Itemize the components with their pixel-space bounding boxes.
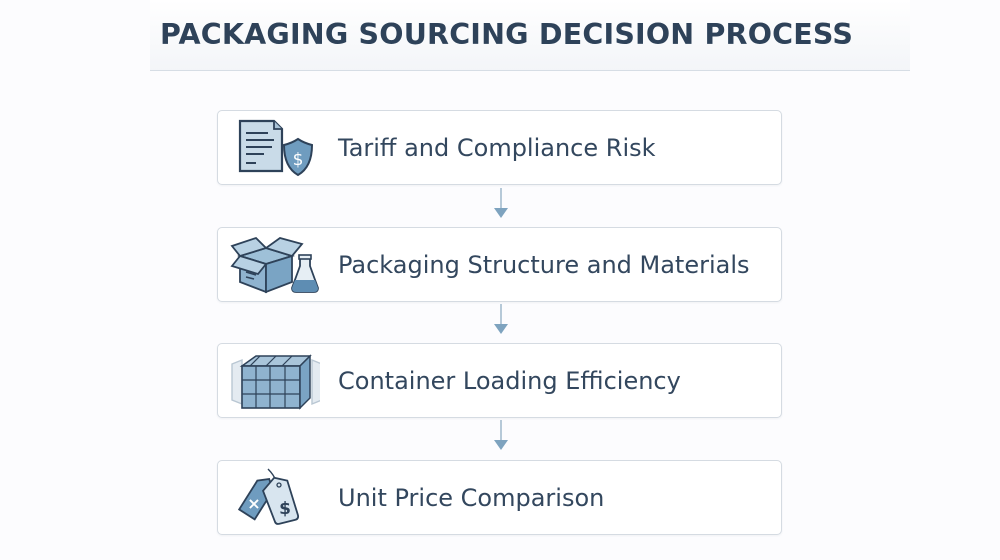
price-tags-icon: × $ [230,467,320,529]
svg-text:×: × [247,494,260,513]
step-unit-price-comparison: × $ Unit Price Comparison [217,460,782,535]
shipping-container-icon [230,350,320,412]
step-packaging-structure-materials: Packaging Structure and Materials [217,227,782,302]
down-arrow-icon [493,420,509,454]
svg-text:$: $ [293,150,304,170]
page-title: PACKAGING SOURCING DECISION PROCESS [160,18,854,51]
svg-text:$: $ [279,499,291,519]
step-container-loading-efficiency: Container Loading Efficiency [217,343,782,418]
step-tariff-compliance-risk: $ Tariff and Compliance Risk [217,110,782,185]
box-flask-icon [230,234,320,296]
step-label: Packaging Structure and Materials [338,251,750,279]
step-label: Unit Price Comparison [338,484,605,512]
down-arrow-icon [493,304,509,338]
title-divider [150,70,910,71]
document-shield-dollar-icon: $ [230,117,320,179]
step-label: Tariff and Compliance Risk [338,134,656,162]
step-label: Container Loading Efficiency [338,367,681,395]
title-band [150,0,910,71]
down-arrow-icon [493,188,509,222]
